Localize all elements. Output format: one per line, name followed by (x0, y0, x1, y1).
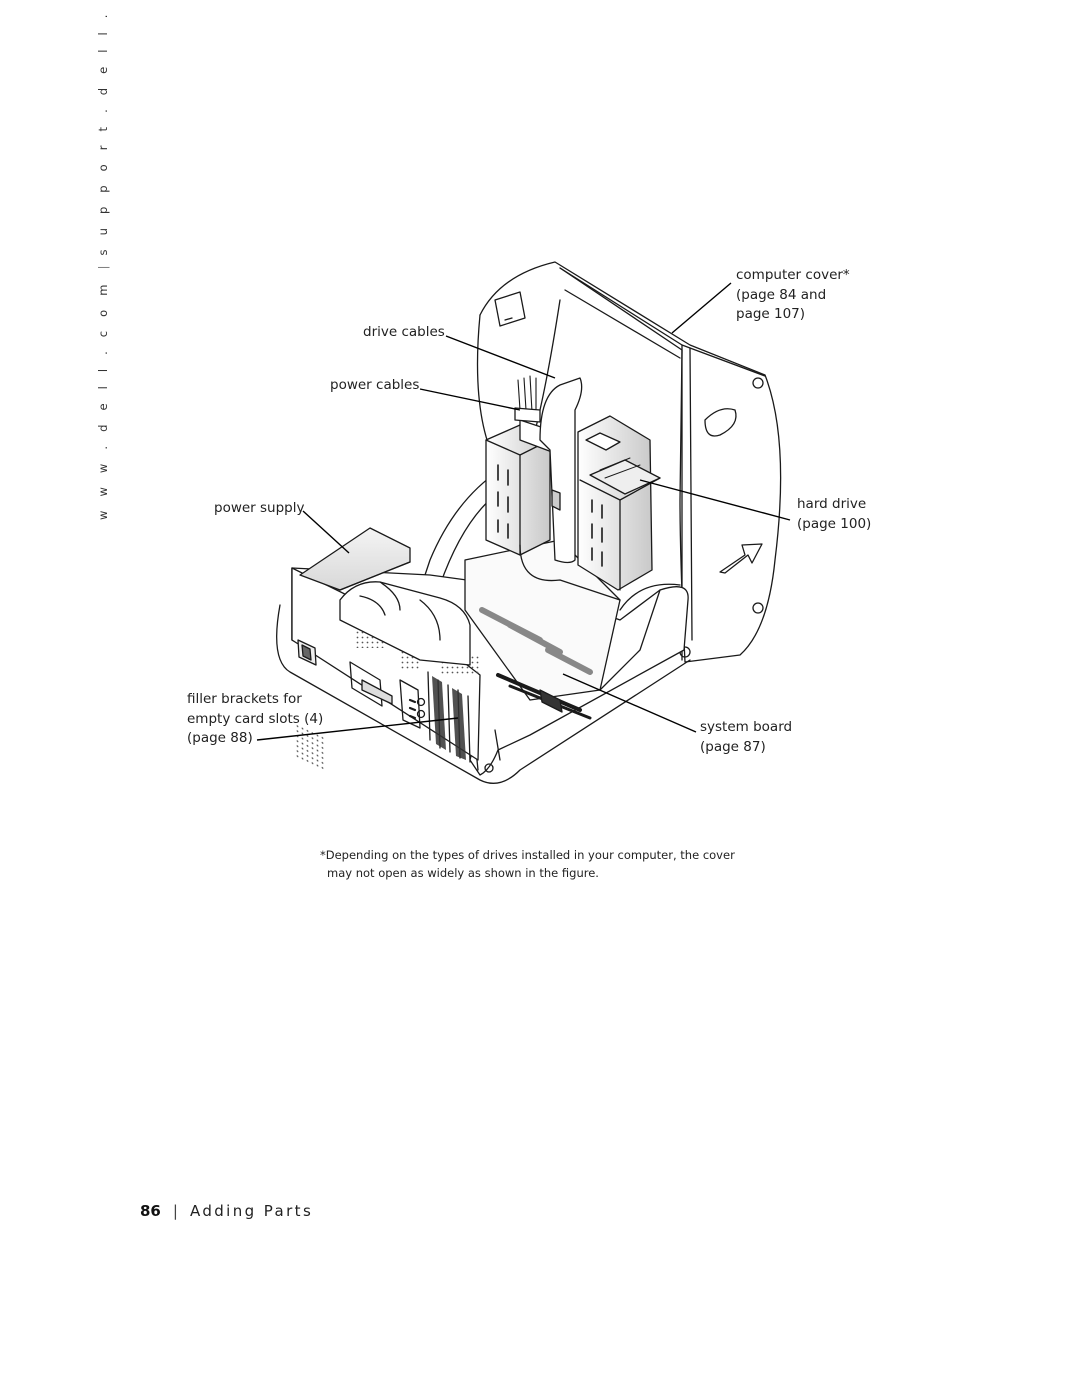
page-number: 86 (140, 1202, 161, 1220)
label-power-supply: power supply (214, 500, 305, 516)
power-supply-unit (299, 527, 471, 666)
figure-footnote: *Depending on the types of drives instal… (320, 846, 760, 882)
label-filler-brackets-line-2: empty card slots (4) (187, 710, 324, 727)
leader-system-board (562, 673, 697, 733)
label-system-board: system board (page 87) (700, 718, 792, 757)
label-filler-brackets: filler brackets for empty card slots (4)… (187, 690, 323, 749)
system-board (464, 539, 621, 720)
label-hard-drive: hard drive (page 100) (797, 495, 871, 534)
label-filler-brackets-line-3: (page 88) (187, 730, 253, 746)
label-hard-drive-line-2: (page 100) (797, 515, 872, 532)
label-system-board-line-1: system board (700, 719, 793, 735)
leader-computer-cover (671, 282, 732, 334)
footnote-line-1: *Depending on the types of drives instal… (320, 848, 735, 862)
leader-filler-brackets (256, 717, 459, 741)
leader-drive-cables (445, 335, 556, 379)
label-filler-brackets-line-1: filler brackets for (187, 691, 302, 707)
label-computer-cover-line-3: page 107) (736, 306, 806, 322)
computer-cover (479, 261, 782, 663)
label-computer-cover-line-2: (page 84 and (736, 286, 827, 303)
footer-separator: | (172, 1202, 178, 1220)
label-hard-drive-line-1: hard drive (797, 496, 867, 512)
label-computer-cover-line-1: computer cover* (736, 267, 850, 283)
leader-hard-drive (639, 479, 791, 521)
label-power-cables: power cables (330, 377, 420, 393)
drive-cage-left (485, 375, 621, 601)
page-footer: 86 | Adding Parts (140, 1202, 313, 1220)
footnote-line-2: may not open as widely as shown in the f… (327, 866, 599, 880)
label-system-board-line-2: (page 87) (700, 738, 766, 755)
hard-drive-cage (577, 415, 661, 591)
label-computer-cover: computer cover* (page 84 and page 107) (736, 266, 850, 325)
label-drive-cables: drive cables (363, 324, 445, 340)
leader-power-supply (302, 510, 350, 554)
leader-power-cables (419, 388, 521, 411)
section-title: Adding Parts (189, 1202, 314, 1220)
